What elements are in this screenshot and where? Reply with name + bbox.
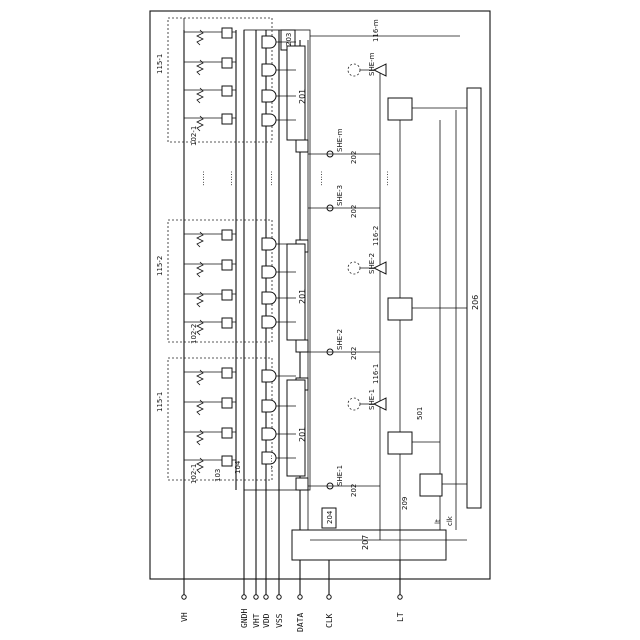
signal-she-3: SHE-3 (336, 185, 344, 206)
pin-label-vss: VSS (275, 613, 284, 628)
ellipsis-1: ...... (197, 171, 206, 186)
ellipsis-5: ...... (381, 171, 390, 186)
ref-115-1-bottom: 115-1 (156, 392, 164, 412)
signal-she-1-a: SHE-1 (336, 465, 344, 486)
ref-207: 207 (361, 535, 370, 550)
ref-116-2: 116-2 (372, 226, 380, 246)
ellipsis-4: ...... (315, 171, 324, 186)
signal-she-1-b: SHE-1 (368, 389, 376, 410)
ref-115-1-top: 115-1 (156, 54, 164, 74)
ref-209: 209 (401, 497, 409, 510)
pin-label-lt: LT (396, 612, 405, 622)
ref-201-bottom: 201 (298, 427, 307, 442)
ellipsis-6: ...... (265, 455, 274, 470)
switch-group (308, 151, 380, 489)
ref-203: 203 (285, 33, 293, 46)
ref-103: 103 (214, 469, 222, 482)
ref-102-1-top: 102-1 (190, 126, 198, 146)
ref-501: 501 (416, 407, 424, 420)
ref-202-c: 202 (350, 205, 358, 218)
pin-label-vh: VH (180, 612, 189, 622)
ref-201-middle: 201 (298, 289, 307, 304)
ref-104: 104 (234, 460, 242, 474)
signal-lt: lt (434, 519, 442, 524)
ref-202-a: 202 (350, 484, 358, 497)
ellipsis-2: ...... (225, 171, 234, 186)
pin-labels: VH GNDH VHT VDD VSS DATA CLK LT (180, 609, 405, 632)
ref-116-1: 116-1 (372, 364, 380, 384)
ellipsis-3: ...... (265, 171, 274, 186)
ref-206: 206 (471, 295, 480, 310)
signal-she-2-b: SHE-2 (368, 253, 376, 274)
latch-blocks (374, 64, 467, 496)
pin-label-data: DATA (296, 613, 305, 632)
ref-115-2: 115-2 (156, 256, 164, 276)
ref-102-1-bottom: 102-1 (190, 464, 198, 484)
signal-she-m-a: SHE-m (336, 128, 344, 152)
ref-201-top: 201 (298, 89, 307, 104)
signal-she-2-a: SHE-2 (336, 329, 344, 350)
ref-116-m: 116-m (372, 19, 380, 42)
ref-102-2: 102-2 (190, 324, 198, 344)
pin-label-vht: VHT (252, 613, 261, 628)
pin-label-gndh: GNDH (240, 609, 249, 628)
ref-202-b: 202 (350, 347, 358, 360)
signal-she-m-b: SHE-m (368, 52, 376, 76)
signal-clk: clk (446, 515, 454, 526)
ref-204: 204 (326, 510, 334, 524)
pin-label-clk: CLK (325, 613, 334, 628)
ref-202-d: 202 (350, 151, 358, 164)
pin-label-vdd: VDD (262, 613, 271, 628)
